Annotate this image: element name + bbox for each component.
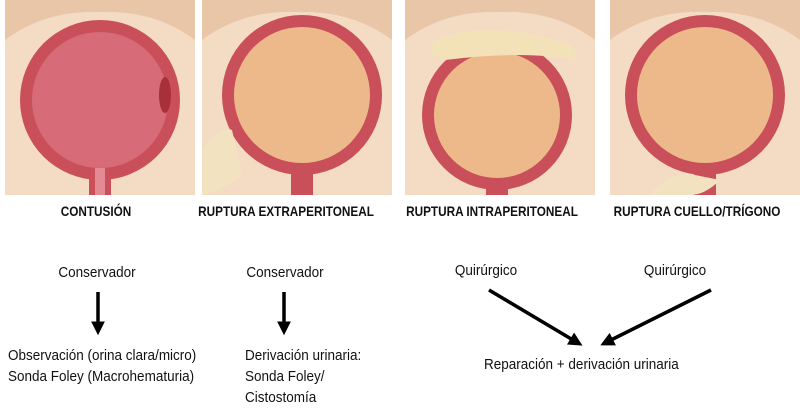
heading-contusion: CONTUSIÓN bbox=[60, 203, 132, 219]
outcome-contusion-line2: Sonda Foley (Macrohematuria) bbox=[8, 368, 195, 385]
treatment-intraperitoneal: Quirúrgico bbox=[454, 262, 518, 279]
outcome-extraperitoneal-line1: Derivación urinaria: bbox=[245, 347, 362, 364]
treatment-extraperitoneal: Conservador bbox=[246, 264, 324, 281]
arrow-intraperitoneal bbox=[488, 288, 583, 346]
treatment-neck-trigone: Quirúrgico bbox=[643, 262, 707, 279]
treatment-contusion: Conservador bbox=[58, 264, 136, 281]
arrow-neck-trigone bbox=[600, 288, 712, 346]
heading-extraperitoneal: RUPTURA EXTRAPERITONEAL bbox=[198, 203, 374, 219]
outcome-extraperitoneal-line3: Cistostomía bbox=[245, 389, 317, 406]
outcome-contusion-line1: Observación (orina clara/micro) bbox=[8, 347, 197, 364]
bladder-contusion-illustration bbox=[5, 0, 195, 195]
outcome-shared-repair: Reparación + derivación urinaria bbox=[484, 356, 679, 373]
heading-intraperitoneal: RUPTURA INTRAPERITONEAL bbox=[406, 203, 578, 219]
heading-neck-trigone: RUPTURA CUELLO/TRÍGONO bbox=[613, 203, 781, 219]
bladder-neck-trigone-illustration bbox=[610, 0, 800, 195]
outcome-extraperitoneal-line2: Sonda Foley/ bbox=[245, 368, 325, 385]
bladder-intraperitoneal-illustration bbox=[405, 0, 595, 195]
bladder-extraperitoneal-illustration bbox=[202, 0, 392, 195]
